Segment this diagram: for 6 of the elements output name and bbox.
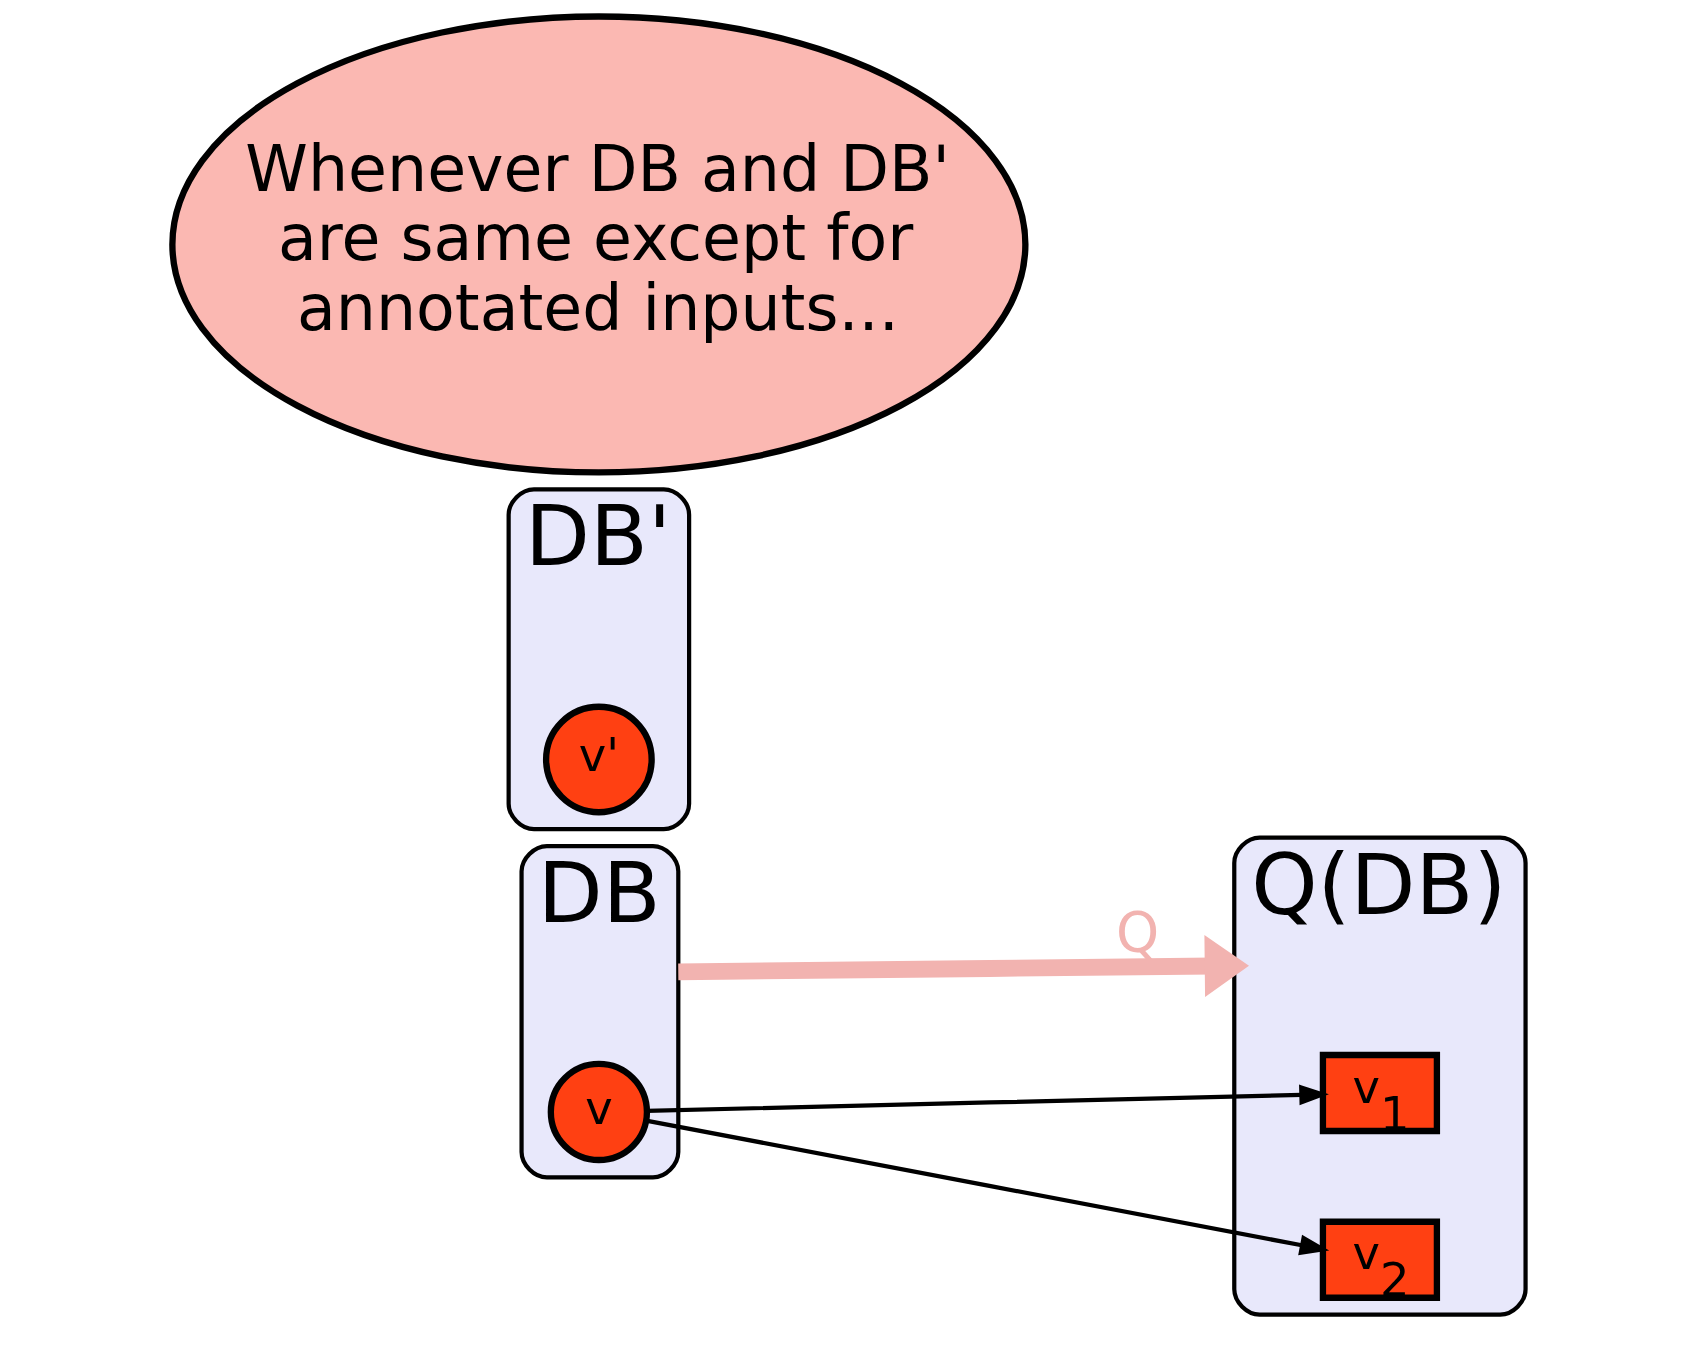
arrow [645, 1118, 1329, 1256]
arrow [677, 935, 1249, 998]
node-ellipse: Whenever DB and DB' are same except for annotated inputs... [168, 13, 1029, 476]
edge-label: Q [1115, 900, 1159, 965]
node-circle: v [547, 1060, 650, 1164]
node-circle: v' [542, 703, 655, 816]
